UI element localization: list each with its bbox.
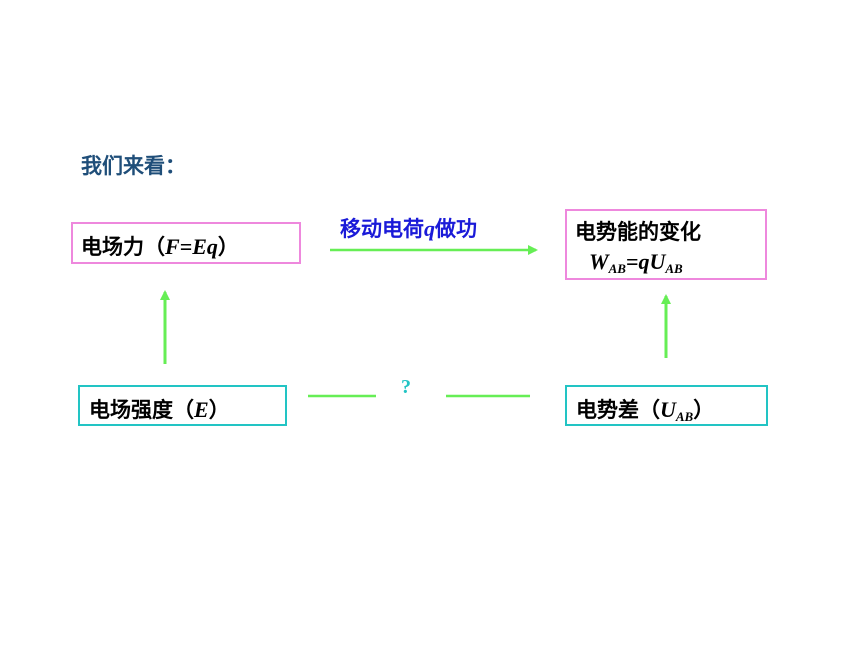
node-force-formula: F=Eq (165, 234, 218, 259)
node-potential-close: ） (693, 398, 715, 422)
node-potential-formula-sub: AB (675, 409, 694, 424)
edge-label-work-text-a: 移动电荷 (340, 217, 424, 241)
node-energy-formula-sub2: AB (665, 261, 683, 276)
node-potential-formula-u: U (660, 397, 676, 422)
edge-label-work: 移动电荷q做功 (340, 213, 477, 243)
edge-label-work-text-b: 做功 (435, 217, 477, 241)
node-electric-field-strength: 电场强度（E） (78, 385, 287, 426)
node-energy-formula-sub1: AB (608, 261, 626, 276)
node-potential-formula: UAB (660, 397, 694, 424)
node-field-label: 电场强度（ (89, 398, 194, 422)
node-energy-label: 电势能的变化 (575, 220, 701, 244)
node-force-label: 电场力（ (81, 235, 165, 259)
node-energy-formula-w: W (589, 249, 609, 274)
node-potential-label: 电势差（ (576, 398, 660, 422)
node-force-close: ） (217, 235, 239, 259)
edge-label-unknown: ? (401, 376, 411, 398)
node-potential-difference: 电势差（UAB） (565, 385, 768, 426)
node-field-formula: E (194, 397, 209, 422)
node-energy-formula-mid: =qU (625, 249, 666, 274)
node-field-close: ） (208, 398, 230, 422)
diagram-heading: 我们来看： (81, 154, 186, 178)
node-potential-energy-change: 电势能的变化 WAB=qUAB (565, 209, 767, 280)
node-energy-formula: WAB=qUAB (575, 249, 765, 275)
node-electric-force: 电场力（F=Eq） (71, 222, 301, 264)
edge-label-work-q: q (424, 216, 435, 241)
